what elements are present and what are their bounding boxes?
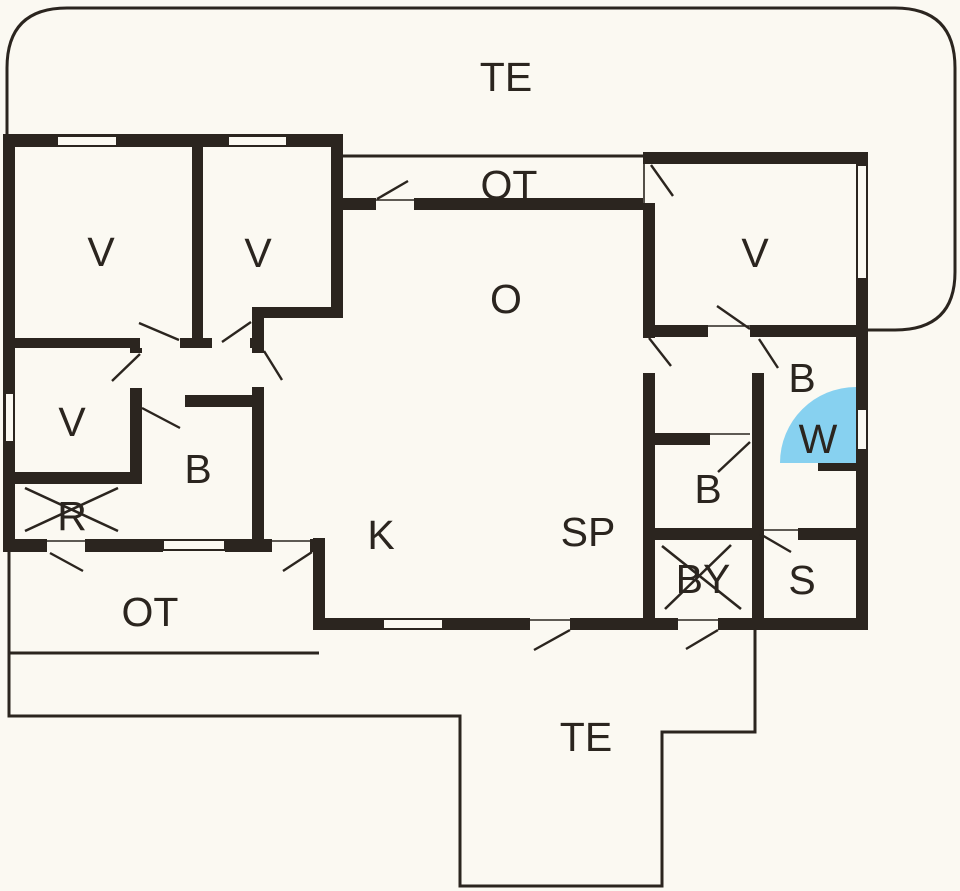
window xyxy=(227,135,288,147)
cross-marks xyxy=(24,486,742,611)
room-label-wet-area: W xyxy=(799,416,838,462)
room-label-porch-bottom: OT xyxy=(122,589,179,635)
room-label-bath-left: B xyxy=(184,446,211,492)
room-label-bath-right-top: B xyxy=(788,355,815,401)
room-label-bedroom-3: V xyxy=(58,399,86,445)
door-thresholds xyxy=(47,164,798,621)
door-swings xyxy=(49,164,792,652)
window xyxy=(856,164,868,280)
room-label-bath-right-mid: B xyxy=(694,466,721,512)
walls xyxy=(3,134,868,630)
window xyxy=(382,618,444,630)
room-label-bedroom-2: V xyxy=(244,230,272,276)
room-label-entry-walk: OT xyxy=(481,162,538,208)
room-label-bedroom-1: V xyxy=(87,229,115,275)
room-label-sauna: S xyxy=(788,557,815,603)
room-label-kitchen: K xyxy=(367,512,394,558)
room-label-storage-r: R xyxy=(57,493,87,539)
room-label-living: O xyxy=(490,276,522,322)
room-label-terrace-bottom: TE xyxy=(560,714,612,760)
room-label-terrace-top: TE xyxy=(480,54,532,100)
window xyxy=(162,539,226,551)
shower-quarter-circle xyxy=(780,387,856,463)
room-label-dining: SP xyxy=(561,509,616,555)
window xyxy=(856,408,868,451)
window xyxy=(56,135,118,147)
room-label-bedroom-right: V xyxy=(741,230,769,276)
window xyxy=(4,392,15,443)
porch-terrace-outline xyxy=(7,154,757,888)
room-label-laundry: BY xyxy=(676,556,731,602)
terrace-top-outline xyxy=(5,6,957,332)
